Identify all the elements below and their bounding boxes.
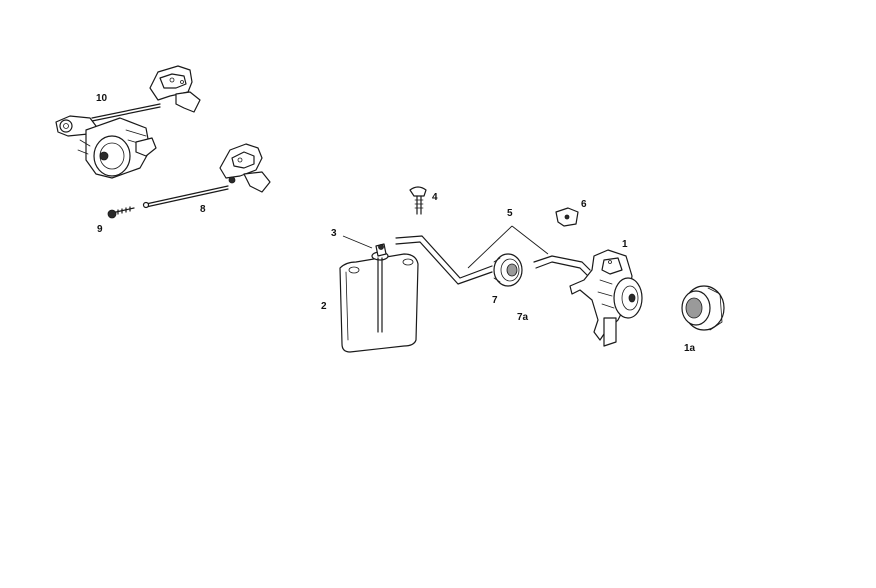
callout-4: 4: [432, 192, 438, 203]
callout-8: 8: [200, 204, 206, 215]
callout-7: 7: [492, 295, 498, 306]
leader-lines: [342, 225, 549, 269]
leader-5-left: [467, 225, 513, 269]
callout-10: 10: [96, 93, 108, 104]
callout-6: 6: [581, 199, 587, 210]
bushing-part: [681, 285, 725, 331]
callout-1a: 1a: [684, 343, 696, 354]
leader-5-right: [511, 225, 549, 255]
clip-part: [555, 207, 579, 227]
callout-1: 1: [622, 239, 628, 250]
callout-7a: 7a: [517, 312, 529, 323]
bolt-part: [107, 206, 135, 219]
washer-pump-assembly-part: [55, 65, 201, 179]
reservoir-bag-part: [339, 251, 419, 353]
electric-pump-part: [569, 249, 643, 347]
fitting-part: [409, 186, 427, 215]
cap-connector-part: [375, 243, 387, 257]
callout-5: 5: [507, 208, 513, 219]
leader-3: [342, 235, 373, 249]
callout-2: 2: [321, 301, 327, 312]
pump-rod-part: [142, 143, 271, 209]
grommet-part: [493, 253, 523, 287]
callout-9: 9: [97, 224, 103, 235]
hose-part: [395, 235, 591, 285]
callout-3: 3: [331, 228, 337, 239]
